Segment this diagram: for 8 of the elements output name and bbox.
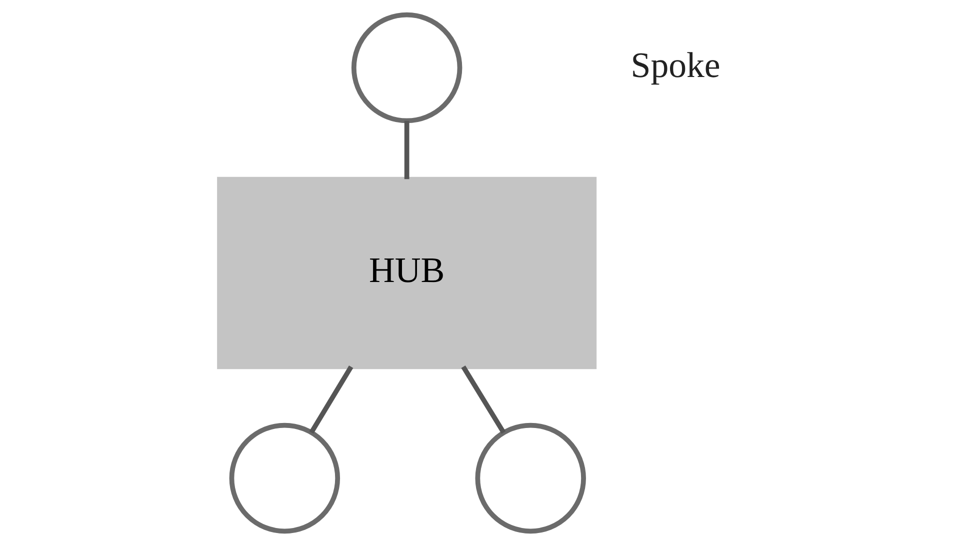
connector [461,365,506,434]
node-circle [475,422,586,534]
node-circle [229,422,340,534]
node-box: HUB [217,176,597,370]
connector [309,365,354,434]
node-circle [351,12,462,124]
label: Spoke [630,44,720,85]
connector [404,120,410,180]
